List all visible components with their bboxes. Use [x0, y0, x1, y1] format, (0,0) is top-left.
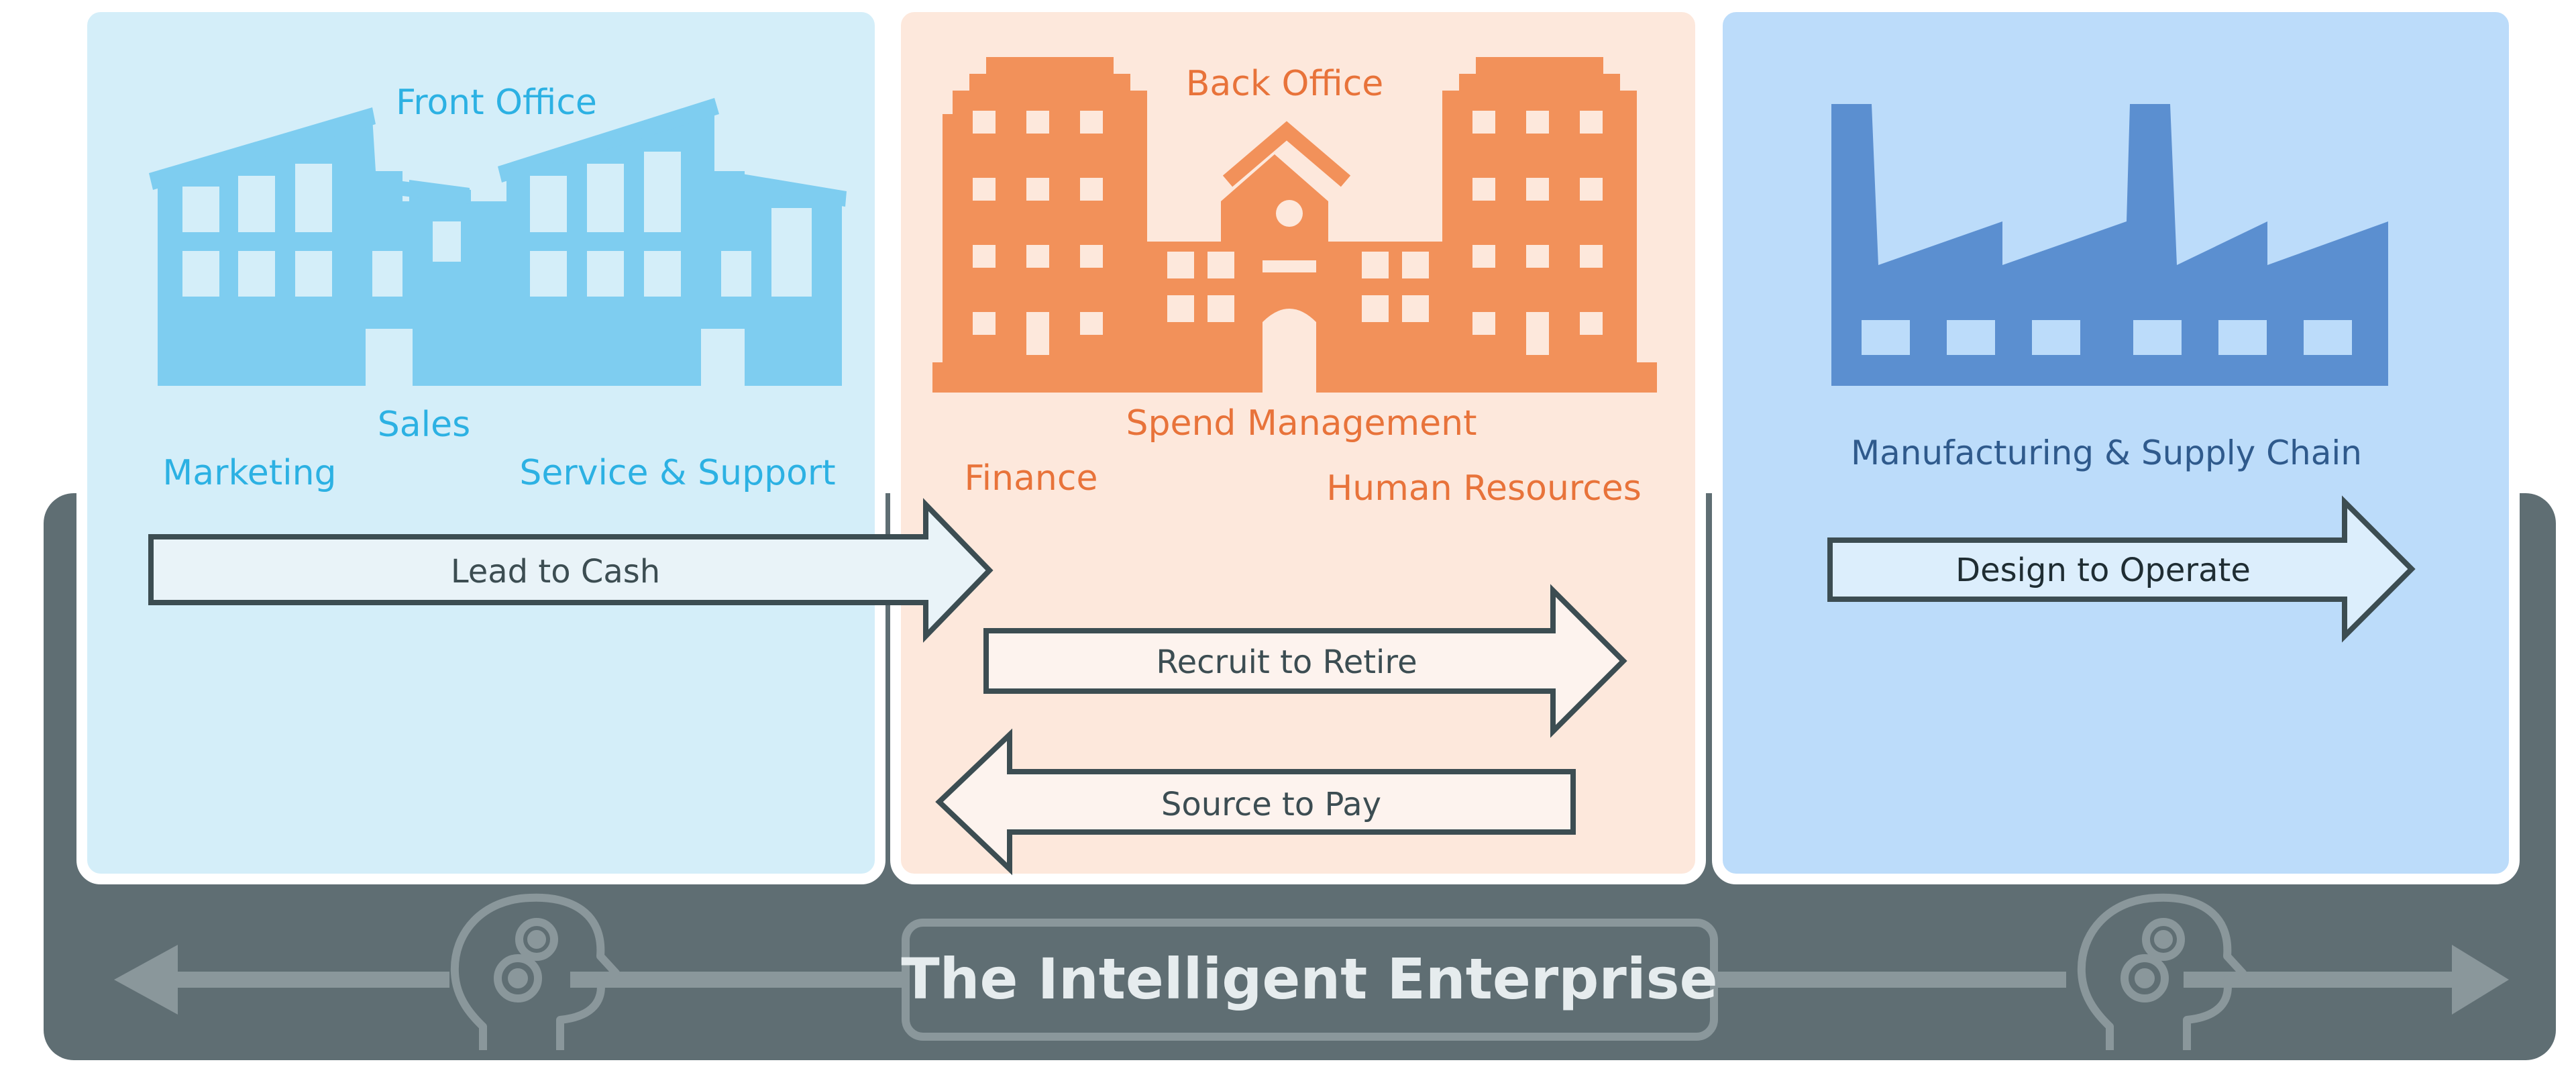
design-to-operate-label: Design to Operate — [1955, 552, 2251, 589]
enterprise-title-box — [902, 919, 1718, 1041]
human-resources-label: Human Resources — [1326, 468, 1642, 509]
source-to-pay-label: Source to Pay — [1161, 786, 1381, 823]
front-office-panel — [76, 1, 885, 884]
recruit-to-retire-arrow: Recruit to Retire — [983, 584, 1627, 738]
spend-management-label: Spend Management — [1126, 403, 1477, 444]
sales-label: Sales — [378, 405, 470, 445]
front-office-title: Front Office — [396, 83, 597, 123]
lead-to-cash-arrow: Lead to Cash — [148, 498, 994, 643]
marketing-label: Marketing — [162, 453, 336, 493]
finance-label: Finance — [965, 458, 1098, 499]
office-buildings-icon — [149, 98, 847, 386]
back-office-title: Back Office — [1186, 64, 1384, 104]
factory-icon — [1831, 104, 2388, 386]
campus-building-icon — [932, 57, 1657, 393]
lead-to-cash-label: Lead to Cash — [451, 553, 660, 590]
service-support-label: Service & Support — [519, 453, 835, 493]
manufacturing-panel — [1712, 1, 2520, 884]
brain-gears-head-icon — [2077, 893, 2247, 1050]
brain-gears-head-icon — [450, 893, 620, 1050]
band-arrow-left — [114, 945, 906, 1015]
source-to-pay-arrow: Source to Pay — [935, 728, 1576, 876]
manufacturing-supply-chain-label: Manufacturing & Supply Chain — [1851, 433, 2362, 472]
design-to-operate-arrow: Design to Operate — [1827, 495, 2416, 643]
recruit-to-retire-label: Recruit to Retire — [1156, 643, 1417, 681]
enterprise-title: The Intelligent Enterprise — [901, 946, 1717, 1012]
